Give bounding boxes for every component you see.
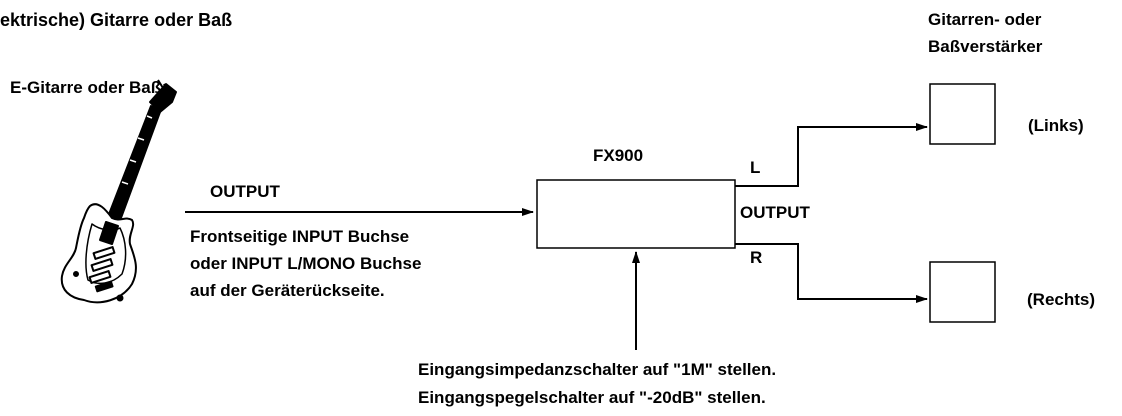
electric-guitar-icon [62,80,176,302]
left-amplifier-box [930,84,995,144]
left-output-arrow [735,127,927,186]
right-output-arrow [735,244,927,299]
fx900-device-box [537,180,735,248]
right-amplifier-box [930,262,995,322]
